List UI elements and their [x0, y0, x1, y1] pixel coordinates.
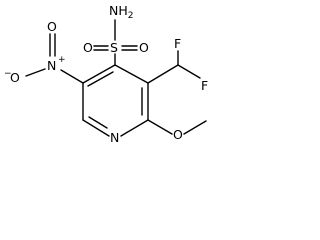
sulfur-label: S [110, 40, 118, 55]
fluorine-right-label: F [201, 78, 208, 93]
bond-c6-n1 [82, 119, 110, 137]
nitro-oxygen-anion-charge: − [4, 69, 12, 79]
bond-c3-cf2 [147, 64, 179, 84]
nitro-nitrogen-charge: + [58, 55, 66, 65]
bond-c5-n [60, 69, 84, 84]
bond-c6-n1-inner [88, 116, 108, 129]
bond-n1-c2 [120, 119, 149, 137]
molecule-structure: NH2 S O O F F N + O O − N O [4, 3, 208, 145]
nitro-oxygen-anion-label: O [10, 70, 20, 85]
nitro-nitrogen-label: N [47, 58, 56, 73]
amine-label: NH2 [109, 3, 133, 21]
bond-cf2-f-right [177, 64, 201, 79]
bond-c4-c5-inner [87, 71, 114, 87]
sulfonyl-oxygen-right-label: O [139, 40, 149, 55]
bond-o-ch3 [183, 120, 207, 135]
fluorine-top-label: F [174, 36, 181, 51]
methoxy-oxygen-label: O [173, 127, 183, 142]
bond-c4-c5 [82, 64, 116, 84]
sulfonyl-oxygen-left-label: O [83, 40, 93, 55]
pyridine-nitrogen-label: N [110, 130, 119, 145]
bond-c3-c4 [114, 64, 149, 84]
bond-c2-o [147, 119, 173, 135]
bond-n-o-anion [25, 68, 46, 77]
nitro-oxygen-top-label: O [47, 19, 57, 34]
